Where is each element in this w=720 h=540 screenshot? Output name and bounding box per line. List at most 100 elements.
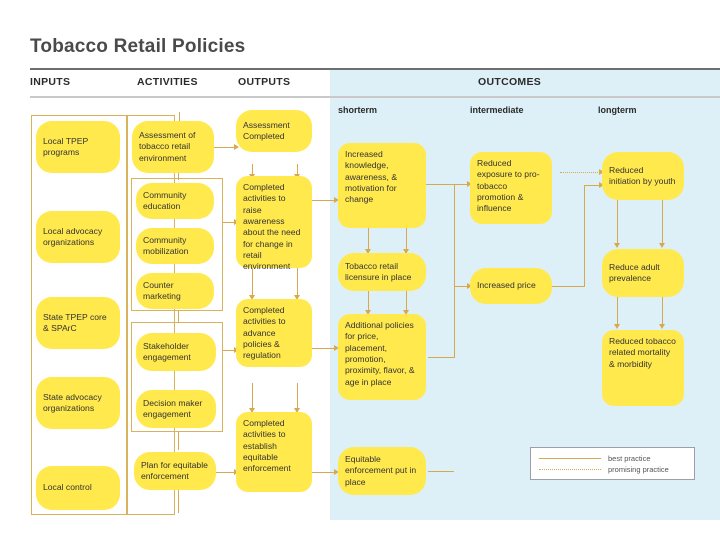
node-local-control[interactable]: Local control	[36, 466, 120, 510]
node-local-tpep-programs[interactable]: Local TPEP programs	[36, 121, 120, 173]
node-assessment-completed[interactable]: Assessment Completed	[236, 110, 312, 152]
arrowhead-assessment-to-output1	[234, 144, 239, 150]
node-label: Equitable enforcement put in place	[345, 453, 417, 487]
node-counter-marketing[interactable]: Counter marketing	[136, 273, 214, 309]
node-label: Additional policies for price, placement…	[345, 320, 415, 387]
connector-outreach-to-output2	[223, 222, 236, 223]
connector-licensure-to-policies-right	[406, 291, 407, 313]
connector-price-to-initiation	[584, 185, 602, 186]
connector-knowledge-to-licensure-right	[406, 228, 407, 252]
activities-group-engagement-frame	[131, 322, 223, 432]
connector-exposure-to-initiation-dotted	[560, 172, 602, 173]
node-increased-price[interactable]: Increased price	[470, 268, 552, 304]
node-reduced-initiation-by-youth[interactable]: Reduced initiation by youth	[602, 152, 684, 200]
arrowhead-exposure-to-initiation	[599, 169, 604, 175]
connector-output4-to-equitable-enforcement	[312, 472, 336, 473]
node-label: State TPEP core & SPArC	[43, 311, 107, 333]
arrowhead-policies-to-increased-price	[467, 283, 472, 289]
connector-initiation-to-prevalence-right	[662, 200, 663, 246]
connector-initiation-to-prevalence-left	[617, 200, 618, 246]
node-label: Local TPEP programs	[43, 135, 89, 157]
node-decision-maker-engagement[interactable]: Decision maker engagement	[136, 390, 216, 428]
node-stakeholder-engagement[interactable]: Stakeholder engagement	[136, 333, 216, 371]
arrowhead-output4-to-equitable-enforcement	[334, 469, 339, 475]
node-tobacco-retail-licensure[interactable]: Tobacco retail licensure in place	[338, 253, 426, 291]
node-completed-activities-raise-awareness[interactable]: Completed activities to raise awareness …	[236, 176, 312, 271]
node-label: Tobacco retail licensure in place	[345, 260, 412, 282]
connector-licensure-to-policies-left	[368, 291, 369, 313]
column-header-outcomes: OUTCOMES	[478, 76, 542, 88]
connector-output2-to-output3-right	[297, 268, 298, 298]
subheader-shortterm: shorterm	[338, 105, 378, 115]
arrowhead-output2-output3-right	[294, 295, 300, 300]
node-completed-activities-advance-policies[interactable]: Completed activities to advance policies…	[236, 299, 312, 367]
node-state-tpep-core-sparc[interactable]: State TPEP core & SPArC	[36, 297, 120, 349]
node-label: State advocacy organizations	[43, 391, 102, 413]
node-label: Local advocacy organizations	[43, 225, 103, 247]
connector-assessment-to-output1	[214, 147, 236, 148]
activities-group-outreach-frame	[131, 178, 223, 311]
connector-output2-to-output3-left	[252, 268, 253, 298]
connector-policies-to-increased-price	[454, 286, 470, 287]
best-practice-line-icon	[539, 458, 601, 459]
node-label: Plan for equitable enforcement	[141, 459, 208, 481]
connector-output2-to-knowledge	[312, 200, 336, 201]
connector-assessment-to-outreach	[178, 172, 179, 180]
node-label: Local control	[43, 482, 92, 493]
arrowhead-licensure-policies-left	[365, 310, 371, 315]
node-reduced-exposure[interactable]: Reduced exposure to pro-tobacco promotio…	[470, 152, 552, 224]
node-label: Reduced exposure to pro-tobacco promotio…	[477, 158, 540, 214]
connector-engagement-to-output3	[223, 350, 236, 351]
legend-row-promising-practice: promising practice	[539, 464, 686, 475]
connector-plan-to-output4	[214, 472, 236, 473]
connector-price-bus-vertical	[584, 185, 585, 287]
arrowhead-knowledge-licensure-right	[403, 249, 409, 254]
connector-prevalence-to-mortality-left	[617, 297, 618, 327]
connector-output3-to-output4-right	[297, 383, 298, 411]
connector-output1-to-output2-right	[297, 164, 298, 177]
node-label: Counter marketing	[143, 279, 181, 301]
node-label: Completed activities to raise awareness …	[243, 182, 301, 272]
connector-policies-bus-vertical	[454, 184, 455, 358]
node-label: Decision maker engagement	[143, 397, 203, 419]
node-completed-activities-establish-enforcement[interactable]: Completed activities to establish equita…	[236, 412, 312, 492]
node-label: Reduced tobacco related mortality & morb…	[609, 336, 676, 369]
node-label: Community mobilization	[143, 234, 189, 256]
column-header-outputs: OUTPUTS	[238, 76, 291, 88]
inputs-column-frame	[31, 115, 127, 515]
connector-inputs-to-assessment	[179, 112, 180, 126]
node-equitable-enforcement-in-place[interactable]: Equitable enforcement put in place	[338, 447, 426, 495]
node-plan-for-equitable-enforcement[interactable]: Plan for equitable enforcement	[134, 452, 216, 490]
node-increased-knowledge[interactable]: Increased knowledge, awareness, & motiva…	[338, 143, 426, 228]
node-reduce-adult-prevalence[interactable]: Reduce adult prevalence	[602, 249, 684, 297]
node-label: Assessment Completed	[243, 119, 290, 141]
connector-price-bus-out	[552, 286, 584, 287]
arrowhead-output3-output4-right	[294, 408, 300, 413]
node-state-advocacy-organizations[interactable]: State advocacy organizations	[36, 377, 120, 429]
promising-practice-line-icon	[539, 469, 601, 470]
node-label: Completed activities to establish equita…	[243, 418, 291, 474]
node-additional-policies[interactable]: Additional policies for price, placement…	[338, 314, 426, 400]
node-community-mobilization[interactable]: Community mobilization	[136, 228, 214, 264]
legend-label-best-practice: best practice	[608, 454, 651, 463]
node-local-advocacy-organizations[interactable]: Local advocacy organizations	[36, 211, 120, 263]
arrowhead-initiation-prevalence-right	[659, 243, 665, 248]
node-label: Assessment of tobacco retail environment	[139, 129, 196, 163]
connector-policies-bus-to-exposure	[454, 184, 470, 185]
arrowhead-knowledge-licensure-left	[365, 249, 371, 254]
activities-column-frame	[127, 115, 175, 515]
arrowhead-licensure-policies-right	[403, 310, 409, 315]
node-label: Reduce adult prevalence	[609, 261, 660, 283]
connector-engagement-to-plan	[178, 432, 179, 450]
header-rule-bottom	[30, 96, 720, 98]
subheader-longterm: longterm	[598, 105, 637, 115]
node-label: Community education	[143, 189, 187, 211]
arrowhead-output2-output3-left	[249, 295, 255, 300]
connector-knowledge-to-licensure-left	[368, 228, 369, 252]
node-assessment-of-tobacco-retail-environment[interactable]: Assessment of tobacco retail environment	[132, 121, 214, 173]
connector-outreach-to-engagement	[178, 311, 179, 323]
node-reduced-tobacco-mortality[interactable]: Reduced tobacco related mortality & morb…	[602, 330, 684, 406]
node-community-education[interactable]: Community education	[136, 183, 214, 219]
node-label: Completed activities to advance policies…	[243, 305, 286, 361]
